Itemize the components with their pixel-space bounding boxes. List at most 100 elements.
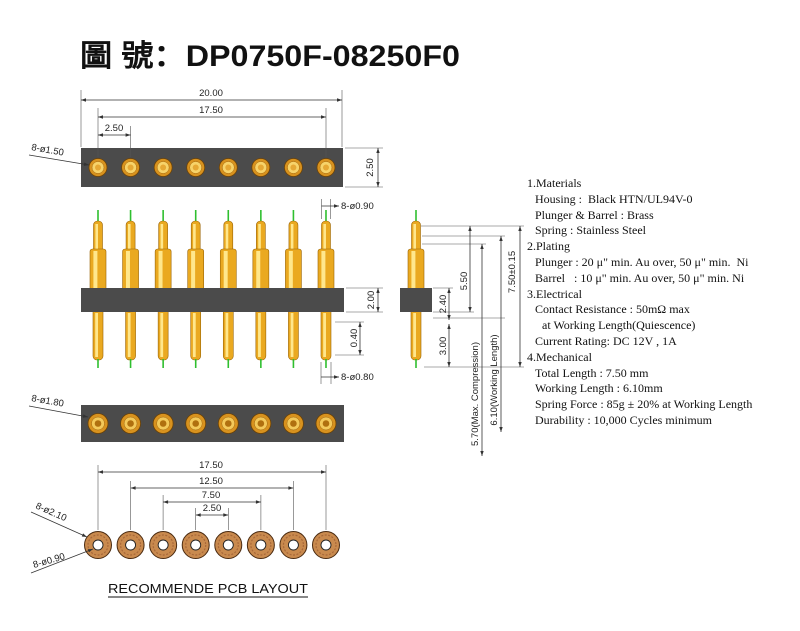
pad-texture [282, 534, 305, 556]
pad-hole [320, 539, 332, 551]
pad-hole [190, 539, 202, 551]
pcb-pads [84, 531, 340, 559]
hole-center [94, 420, 102, 427]
plunger-highlight [95, 224, 98, 253]
barrel-highlight [288, 251, 293, 289]
pcb-pad [149, 531, 178, 559]
dim-label-housing-width: 2.50 [365, 158, 376, 177]
arrowhead [87, 549, 93, 553]
dim-label-working-length: 6.10(Working Length) [489, 334, 500, 425]
spec-item-housing: Housing : Black HTN/UL94V-0 [535, 192, 693, 206]
bottom-view-hole [217, 413, 239, 434]
dim-label-max-compression: 5.70(Max. Compression) [470, 342, 481, 446]
arrowhead [499, 236, 503, 241]
spec-item-plunger-barrel: Plunger & Barrel : Brass [535, 208, 654, 222]
bottom-view-hole [315, 413, 337, 434]
callout-bottom-hole: 8-ø1.80 [28, 393, 89, 418]
arrowhead [518, 226, 522, 231]
bottom-view-hole [87, 413, 109, 434]
barrel-highlight [191, 251, 196, 289]
barrel-highlight [93, 251, 98, 289]
dim-label-pcb-span-4: 2.50 [203, 503, 222, 514]
tail-highlight [290, 313, 294, 357]
pcb-pad [84, 531, 112, 559]
arrowhead [321, 470, 326, 474]
dim-label-tail-length: 3.00 [438, 337, 449, 356]
dim-tail-length: 3.00 [438, 324, 451, 367]
dim-label-pitch-span: 17.50 [199, 105, 223, 116]
top-view-holes [88, 158, 336, 177]
tail-highlight [95, 313, 98, 357]
top-view: 20.00 17.50 2.50 2.50 8-ø1.50 [28, 88, 383, 188]
arrowhead [447, 362, 451, 367]
arrowhead [447, 324, 451, 329]
side-view-pin-body [407, 210, 425, 368]
top-view-housing [81, 148, 343, 187]
hole-center [322, 164, 329, 171]
arrowhead [468, 226, 472, 231]
barrel-highlight [158, 251, 163, 289]
arrowhead [255, 500, 261, 504]
dim-label-total-length: 7.50±0.15 [507, 251, 518, 293]
spec-item-spring-force: Spring Force : 85g ± 20% at Working Leng… [535, 397, 752, 411]
pcb-layout: 17.50 12.50 7.50 2.50 8-ø2.10 8-ø0.90 [30, 460, 340, 598]
spec-item-barrel-plating: Barrel : 10 μ" min. Au over, 50 μ" min. … [535, 271, 745, 285]
arrowhead [195, 513, 201, 517]
pad-hole [157, 539, 169, 551]
dim-max-compression: 5.70(Max. Compression) [470, 244, 484, 456]
side-view: 5.50 2.40 3.00 7.50±0.15 6.10(Working Le… [400, 210, 524, 456]
arrowhead [376, 148, 380, 153]
side-view-pin [407, 210, 425, 368]
dim-total-length: 7.50±0.15 [507, 226, 522, 367]
hole-center [160, 164, 167, 171]
plunger-highlight [323, 224, 326, 253]
dim-label-pcb-span-1: 17.50 [199, 460, 223, 471]
bottom-view-holes [87, 413, 337, 434]
front-view-pin [187, 210, 205, 368]
tail-highlight [192, 313, 196, 357]
dim-pitch-span: 17.50 [97, 105, 327, 157]
hole-center [159, 420, 167, 427]
dim-label-upper-length: 5.50 [459, 272, 470, 291]
dim-label-pitch: 2.50 [105, 123, 124, 134]
spec-item-contact-resistance: Contact Resistance : 50mΩ max [535, 302, 690, 316]
hole-center [225, 164, 232, 171]
bottom-view-hole [250, 413, 272, 434]
dim-barrel-height: 2.40 [433, 287, 453, 320]
spec-item-working-length-note: at Working Length(Quiescence) [542, 318, 695, 332]
spec-heading-materials: 1.Materials [527, 176, 582, 190]
barrel-highlight [256, 251, 261, 289]
callout-tail-diameter: 8-ø0.80 [320, 362, 374, 384]
bottom-view-hole [185, 413, 207, 434]
arrowhead [337, 98, 342, 102]
dim-label-housing-height: 2.00 [366, 291, 377, 310]
arrowhead [125, 133, 131, 137]
hole-center [224, 420, 232, 427]
spec-heading-mechanical: 4.Mechanical [527, 350, 593, 364]
leader-line [30, 511, 88, 538]
pcb-pad [279, 531, 308, 559]
pad-texture [119, 534, 142, 556]
barrel [122, 248, 139, 292]
dim-housing-height: 2.00 [346, 287, 383, 313]
arrowhead [98, 470, 103, 474]
front-view: 8-ø0.90 2.00 0.40 8-ø0.80 [81, 199, 383, 384]
spec-item-plunger-plating: Plunger : 20 μ" min. Au over, 50 μ" min.… [535, 255, 749, 269]
arrowhead [358, 322, 362, 327]
callout-label-tip-diameter: 8-ø0.90 [341, 201, 374, 212]
hole-center [257, 420, 265, 427]
barrel-highlight [125, 251, 130, 289]
pcb-pad [214, 531, 243, 559]
callout-tip-diameter: 8-ø0.90 [321, 199, 374, 219]
front-view-housing [81, 288, 344, 312]
pad-hole [287, 539, 299, 551]
dim-label-pcb-span-3: 7.50 [202, 490, 221, 501]
arrowhead [376, 307, 380, 312]
pad-texture [217, 534, 239, 556]
barrel [187, 248, 205, 292]
hole-center [192, 420, 200, 427]
barrel [154, 248, 172, 292]
hole-center [322, 420, 330, 427]
pcb-pad [116, 531, 145, 559]
leader-line [28, 405, 89, 418]
